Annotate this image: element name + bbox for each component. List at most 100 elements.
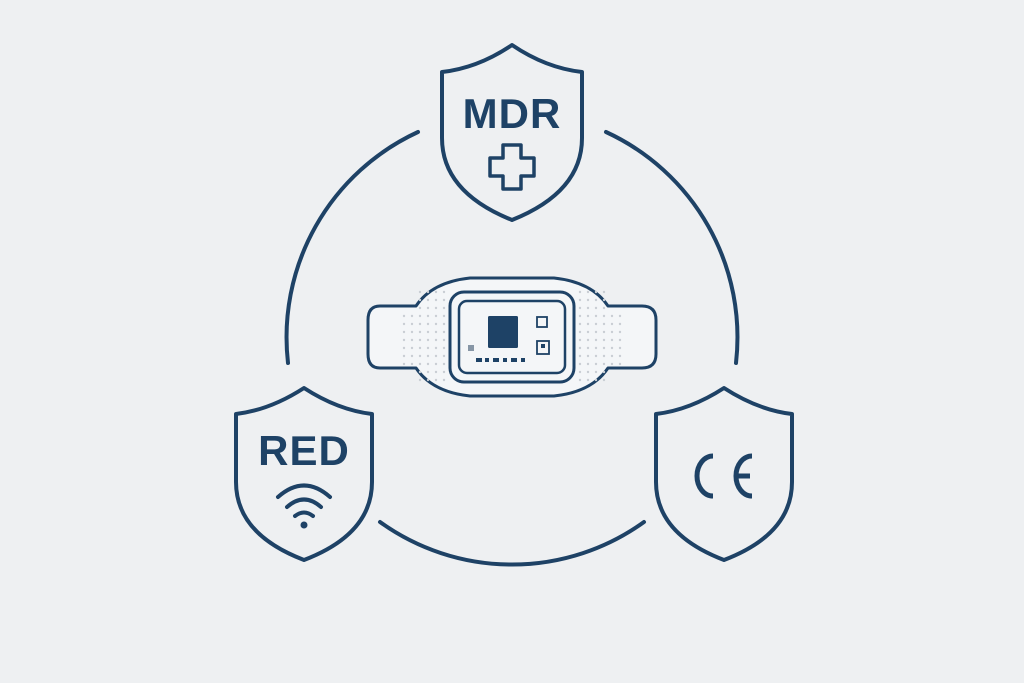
red-shield: RED	[234, 386, 374, 562]
texture-dot	[442, 338, 446, 342]
texture-dot	[410, 338, 414, 342]
texture-dot	[426, 362, 430, 366]
texture-dot	[594, 346, 598, 350]
texture-dot	[578, 290, 582, 294]
texture-dot	[434, 314, 438, 318]
ce-mark-icon	[694, 453, 753, 499]
texture-dot	[586, 378, 590, 382]
texture-dot	[402, 314, 406, 318]
texture-dot	[418, 362, 422, 366]
texture-dot	[586, 290, 590, 294]
texture-dot	[586, 298, 590, 302]
texture-dot	[618, 322, 622, 326]
texture-dot	[618, 338, 622, 342]
texture-dot	[610, 314, 614, 318]
texture-dot	[586, 338, 590, 342]
texture-dot	[602, 314, 606, 318]
texture-dot	[442, 346, 446, 350]
texture-dot	[410, 330, 414, 334]
texture-dot	[426, 354, 430, 358]
texture-dot	[602, 290, 606, 294]
texture-dot	[602, 362, 606, 366]
texture-dot	[610, 330, 614, 334]
component	[536, 316, 548, 328]
texture-dot	[594, 322, 598, 326]
texture-dot	[402, 330, 406, 334]
texture-dot	[442, 322, 446, 326]
texture-dot	[578, 306, 582, 310]
texture-dot	[434, 330, 438, 334]
shield-outline	[234, 386, 374, 562]
texture-dot	[434, 338, 438, 342]
texture-dot	[442, 298, 446, 302]
texture-dot	[434, 298, 438, 302]
texture-dot	[586, 322, 590, 326]
texture-dot	[578, 330, 582, 334]
band-dot-pattern	[402, 290, 622, 382]
texture-dot	[602, 306, 606, 310]
texture-dot	[418, 322, 422, 326]
texture-dot	[442, 378, 446, 382]
texture-dot	[618, 330, 622, 334]
texture-dot	[426, 346, 430, 350]
texture-dot	[602, 346, 606, 350]
texture-dot	[618, 362, 622, 366]
texture-dot	[594, 362, 598, 366]
texture-dot	[434, 290, 438, 294]
texture-dot	[434, 354, 438, 358]
texture-dot	[402, 354, 406, 358]
texture-dot	[418, 298, 422, 302]
texture-dot	[594, 378, 598, 382]
texture-dot	[418, 290, 422, 294]
texture-dot	[442, 314, 446, 318]
texture-dot	[586, 354, 590, 358]
texture-dot	[594, 298, 598, 302]
shield-outline	[654, 386, 794, 562]
texture-dot	[594, 338, 598, 342]
mdr-label: MDR	[463, 90, 562, 137]
texture-dot	[426, 322, 430, 326]
shield-outline	[440, 43, 584, 222]
texture-dot	[426, 330, 430, 334]
component	[468, 345, 474, 351]
texture-dot	[410, 314, 414, 318]
texture-dot	[578, 346, 582, 350]
mdr-shield: MDR	[440, 43, 584, 222]
texture-dot	[610, 362, 614, 366]
texture-dot	[594, 306, 598, 310]
texture-dot	[426, 370, 430, 374]
component	[476, 358, 482, 362]
texture-dot	[602, 338, 606, 342]
texture-dot	[586, 370, 590, 374]
texture-dot	[578, 378, 582, 382]
texture-dot	[610, 354, 614, 358]
component	[541, 344, 545, 348]
texture-dot	[578, 314, 582, 318]
texture-dot	[586, 346, 590, 350]
texture-dot	[442, 306, 446, 310]
texture-dot	[594, 330, 598, 334]
arc-ce-to-red	[378, 520, 646, 567]
texture-dot	[418, 354, 422, 358]
texture-dot	[418, 306, 422, 310]
texture-dot	[578, 338, 582, 342]
texture-dot	[578, 298, 582, 302]
component	[503, 358, 507, 362]
texture-dot	[434, 370, 438, 374]
texture-dot	[410, 354, 414, 358]
texture-dot	[602, 378, 606, 382]
texture-dot	[586, 314, 590, 318]
ce-shield	[654, 386, 794, 562]
texture-dot	[586, 330, 590, 334]
texture-dot	[418, 338, 422, 342]
texture-dot	[602, 298, 606, 302]
texture-dot	[410, 322, 414, 326]
wifi-icon	[276, 483, 332, 529]
texture-dot	[434, 378, 438, 382]
arc-mdr-to-ce	[604, 130, 740, 365]
texture-dot	[434, 362, 438, 366]
texture-dot	[610, 322, 614, 326]
texture-dot	[594, 354, 598, 358]
component	[521, 358, 525, 362]
texture-dot	[586, 306, 590, 310]
